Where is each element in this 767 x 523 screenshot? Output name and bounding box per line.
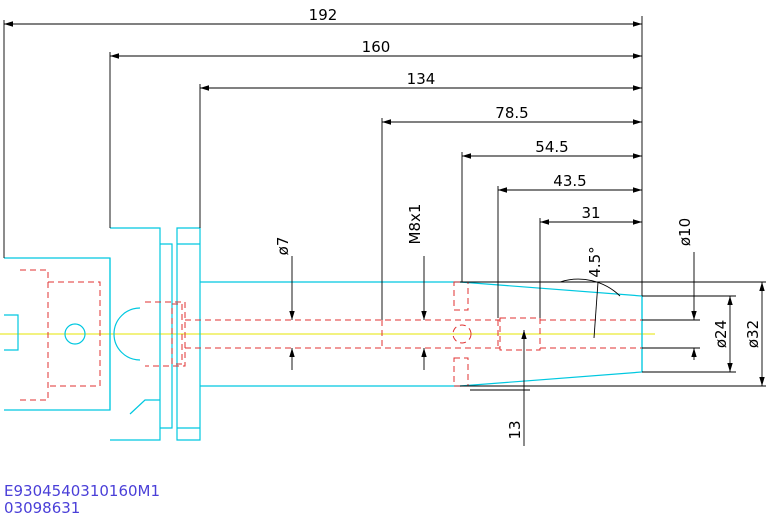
dim-bore-start: 78.5 bbox=[495, 104, 528, 122]
hidden-lines bbox=[20, 269, 642, 401]
part-outline bbox=[4, 227, 643, 441]
dim-side-hole: 54.5 bbox=[535, 138, 568, 156]
dim-overall-length: 192 bbox=[309, 6, 338, 24]
dim-offset: 13 bbox=[506, 420, 524, 439]
dim-bore-diameter: ø7 bbox=[274, 237, 292, 256]
dim-taper-angle: 4.5° bbox=[586, 246, 604, 277]
part-code-line1: E9304540310160M1 bbox=[4, 482, 161, 500]
dim-tip-diameter: ø10 bbox=[676, 218, 694, 246]
part-code-line2: 03098631 bbox=[4, 499, 81, 517]
dim-outer-diameter: ø32 bbox=[744, 320, 762, 348]
dim-nose-length: 31 bbox=[581, 204, 600, 222]
dim-seat-start: 43.5 bbox=[553, 172, 586, 190]
dim-flange-to-tip: 160 bbox=[362, 38, 391, 56]
dim-inner-diameter: ø24 bbox=[712, 320, 730, 348]
dimension-lines bbox=[3, 16, 766, 446]
dim-thread: M8x1 bbox=[406, 204, 424, 245]
dim-body-to-tip: 134 bbox=[407, 70, 436, 88]
